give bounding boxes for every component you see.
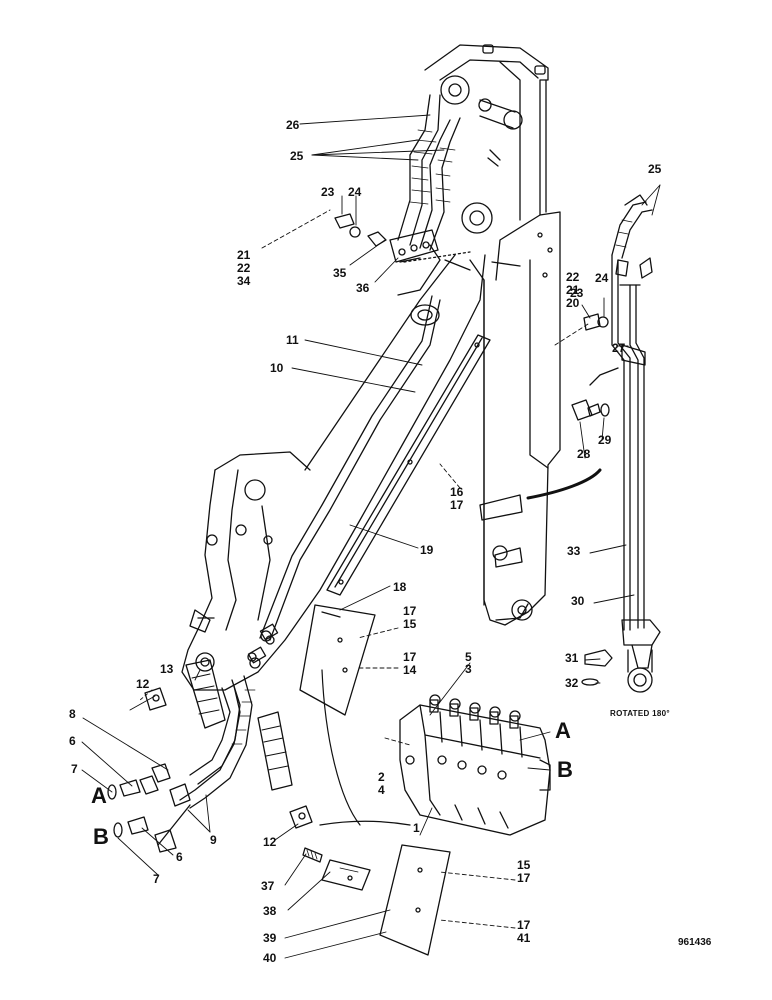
part-number-9: 9 [210, 833, 217, 847]
part-number-16: 16 [450, 485, 464, 499]
top-hoses [335, 95, 460, 262]
part-number-39: 39 [263, 931, 277, 945]
part-number-17-b: 17 [403, 604, 417, 618]
part-number-26: 26 [286, 118, 300, 132]
part-number-13: 13 [160, 662, 174, 676]
part-number-28: 28 [577, 447, 591, 461]
part-number-21-left: 21 [237, 248, 251, 262]
bolt-and-plate [303, 848, 370, 890]
part-number-5: 5 [465, 650, 472, 664]
part-number-17-c: 17 [403, 650, 417, 664]
port-b-right: B [557, 757, 573, 782]
part-number-19: 19 [420, 543, 434, 557]
port-a-left: A [91, 783, 107, 808]
part-number-33: 33 [567, 544, 581, 558]
part-number-12-b: 12 [263, 835, 277, 849]
port-b-left: B [93, 824, 109, 849]
part-number-37: 37 [261, 879, 275, 893]
leader-lines [82, 115, 660, 958]
part-number-24-right: 24 [595, 271, 609, 285]
part-number-18: 18 [393, 580, 407, 594]
part-number-15-a: 15 [403, 617, 417, 631]
part-number-34: 34 [237, 274, 251, 288]
part-number-23-right: 23 [570, 286, 584, 300]
boom [182, 245, 485, 690]
part-number-32: 32 [565, 676, 579, 690]
part-number-14: 14 [403, 663, 417, 677]
part-number-21-right: 21 [566, 283, 580, 297]
packing-plates [300, 605, 450, 955]
part-number-17-e: 17 [517, 918, 531, 932]
part-number-12-a: 12 [136, 677, 150, 691]
part-number-6-a: 6 [69, 734, 76, 748]
part-number-15-b: 15 [517, 858, 531, 872]
part-number-11: 11 [286, 333, 299, 347]
part-number-40: 40 [263, 951, 277, 965]
part-number-17-d: 17 [517, 871, 531, 885]
part-number-7-a: 7 [71, 762, 78, 776]
dipper-arm [425, 45, 560, 625]
part-number-25-top: 25 [290, 149, 304, 163]
part-number-7-b: 7 [153, 872, 160, 886]
part-number-20: 20 [566, 296, 580, 310]
part-number-27: 27 [612, 341, 626, 355]
part-number-30: 30 [571, 594, 585, 608]
ram-pipe-assembly [572, 195, 660, 692]
part-number-23-left: 23 [321, 185, 335, 199]
part-number-17-a: 17 [450, 498, 464, 512]
part-number-29: 29 [598, 433, 612, 447]
control-valve [400, 695, 550, 835]
part-number-24-left: 24 [348, 185, 362, 199]
protective-channel [327, 335, 490, 595]
part-number-31: 31 [565, 651, 579, 665]
hose-bracket [108, 660, 312, 852]
part-number-36: 36 [356, 281, 370, 295]
part-number-1: 1 [413, 821, 420, 835]
part-number-8: 8 [69, 707, 76, 721]
part-number-2: 2 [378, 770, 385, 784]
part-number-22-right: 22 [566, 270, 580, 284]
drawing-reference-number: 961436 [678, 937, 712, 948]
part-number-6-b: 6 [176, 850, 183, 864]
part-number-10: 10 [270, 361, 284, 375]
boom-pipes [248, 296, 440, 668]
part-number-3: 3 [465, 662, 472, 676]
part-number-41: 41 [517, 931, 531, 945]
part-number-25-right: 25 [648, 162, 662, 176]
part-number-35: 35 [333, 266, 347, 280]
part-number-4: 4 [378, 783, 385, 797]
part-number-38: 38 [263, 904, 277, 918]
part-number-22-left: 22 [237, 261, 251, 275]
port-a-right: A [555, 718, 571, 743]
leader-curves [320, 470, 600, 825]
rotation-note: ROTATED 180° [610, 709, 670, 718]
